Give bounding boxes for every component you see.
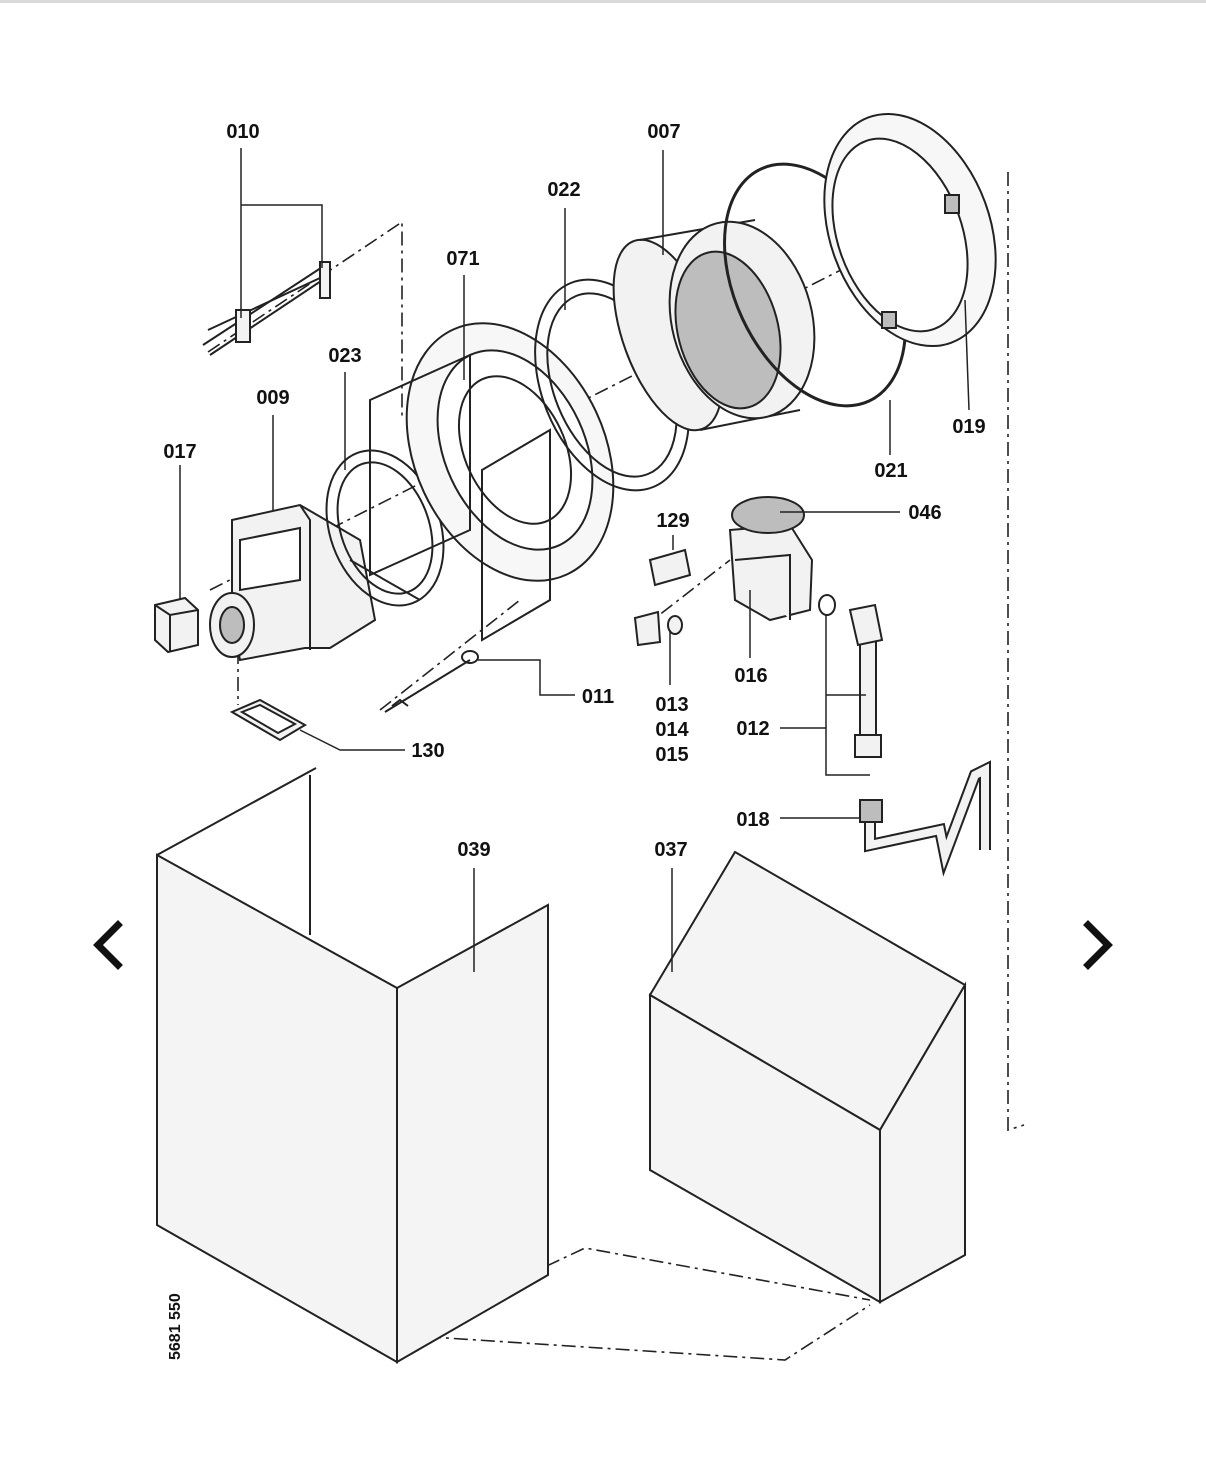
label-019: 019	[952, 416, 985, 438]
label-017: 017	[163, 441, 196, 463]
part-007-combustion-chamber	[612, 219, 816, 432]
part-037-front-casing	[648, 850, 967, 1304]
label-129: 129	[656, 510, 689, 532]
part-039-casing	[156, 767, 549, 1364]
label-016: 016	[734, 665, 767, 687]
label-046: 046	[908, 502, 941, 524]
label-018: 018	[736, 809, 769, 831]
part-012-gas-pipe	[818, 594, 884, 758]
label-013: 013	[655, 694, 688, 716]
label-039: 039	[457, 839, 490, 861]
part-046-valve-cap	[731, 496, 805, 534]
label-021: 021	[874, 460, 907, 482]
part-010-ignition-electrodes	[202, 261, 331, 356]
next-image-button[interactable]	[1068, 910, 1128, 980]
part-130-tray	[229, 698, 307, 742]
drawing-reference-code: 5681 550	[167, 1293, 184, 1360]
label-022: 022	[547, 179, 580, 201]
part-129-fitting	[648, 548, 692, 587]
chevron-left-icon	[93, 920, 123, 970]
label-037: 037	[654, 839, 687, 861]
part-009-fan-assembly	[209, 503, 421, 662]
part-016-gas-valve	[728, 523, 814, 622]
part-013-nozzle	[633, 610, 683, 647]
label-130: 130	[411, 740, 444, 762]
label-012: 012	[736, 718, 769, 740]
label-015: 015	[655, 744, 688, 766]
leader-lines	[179, 148, 970, 972]
label-011: 011	[582, 686, 614, 708]
chevron-right-icon	[1083, 920, 1113, 970]
label-010: 010	[226, 121, 259, 143]
part-019-front-ring	[823, 112, 997, 348]
label-071: 071	[446, 248, 479, 270]
top-border	[0, 0, 1206, 3]
previous-image-button[interactable]	[78, 910, 138, 980]
part-071-burner-housing	[369, 322, 615, 642]
part-018-connection-pipe	[859, 760, 991, 877]
label-023: 023	[328, 345, 361, 367]
label-007: 007	[647, 121, 680, 143]
part-017-connector	[154, 596, 199, 654]
label-014: 014	[655, 719, 689, 741]
part-011-electrode	[384, 650, 479, 713]
label-009: 009	[256, 387, 289, 409]
